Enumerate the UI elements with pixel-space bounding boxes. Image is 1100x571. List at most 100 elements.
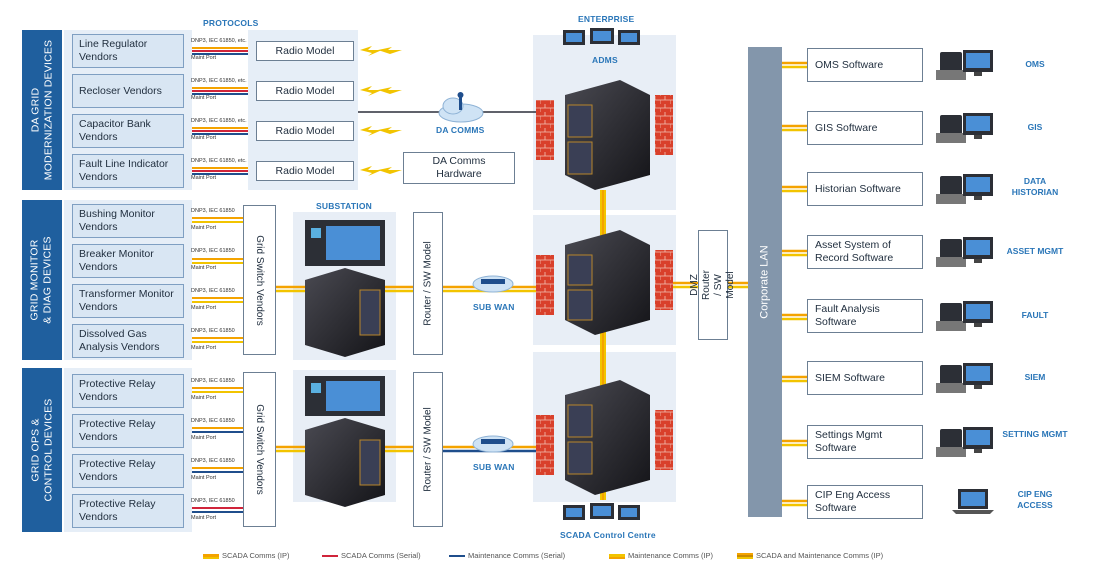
software-box[interactable]: GIS Software xyxy=(807,111,923,145)
corporate-lan-label: Corporate LAN xyxy=(759,245,771,319)
substation-server-2 xyxy=(305,418,385,507)
enterprise-heading: ENTERPRISE xyxy=(578,14,635,24)
router-sw-model-2[interactable]: Router / SW Model xyxy=(413,372,443,527)
router-label: Router / SW Model xyxy=(422,407,434,492)
maint-port-label: Maint Port xyxy=(191,135,217,141)
workstation-icons xyxy=(936,50,994,514)
system-label: SETTING MGMT xyxy=(1002,429,1068,439)
legend-item: SCADA Comms (Serial) xyxy=(341,551,421,560)
lan-links xyxy=(782,61,808,507)
software-box[interactable]: Fault Analysis Software xyxy=(807,299,923,333)
maint-port-label: Maint Port xyxy=(191,175,217,181)
vendor-box[interactable]: Fault Line Indicator Vendors xyxy=(72,154,184,188)
maint-port-label: Maint Port xyxy=(191,265,217,271)
maint-port-label: Maint Port xyxy=(191,345,217,351)
protocols-heading: PROTOCOLS xyxy=(203,18,259,28)
da-comms-label: DA COMMS xyxy=(436,125,485,135)
substation-heading: SUBSTATION xyxy=(316,201,372,211)
dmz-router-label: DMZ Router / SW Model xyxy=(689,269,736,300)
system-label: DATA HISTORIAN xyxy=(1011,176,1059,197)
workstation-icon xyxy=(936,50,993,80)
vendor-box[interactable]: Line Regulator Vendors xyxy=(72,34,184,68)
scada-cc-heading: SCADA Control Centre xyxy=(560,530,656,540)
grid-switch-vendors-2[interactable]: Grid Switch Vendors xyxy=(243,372,276,527)
radio-model-1[interactable]: Radio Model xyxy=(256,41,354,61)
vendor-box[interactable]: Transformer Monitor Vendors xyxy=(72,284,184,318)
adms-heading: ADMS xyxy=(592,55,618,65)
group-line1: DA GRID xyxy=(29,87,42,133)
maint-port-label: Maint Port xyxy=(191,305,217,311)
workstation-icon xyxy=(936,237,993,267)
legend-item: Maintenance Comms (IP) xyxy=(628,551,714,560)
protocol-label: DNP3, IEC 61850 xyxy=(191,418,235,424)
software-box[interactable]: CIP Eng Access Software xyxy=(807,485,923,519)
maint-port-label: Maint Port xyxy=(191,55,217,61)
protocol-label: DNP3, IEC 61850 xyxy=(191,208,235,214)
system-label: OMS xyxy=(1025,59,1045,69)
software-box[interactable]: SIEM Software xyxy=(807,361,923,395)
vendor-box[interactable]: Breaker Monitor Vendors xyxy=(72,244,184,278)
router-sw-model-1[interactable]: Router / SW Model xyxy=(413,212,443,355)
group-line1: GRID OPS & xyxy=(29,418,41,482)
workstation-icon xyxy=(936,301,993,331)
maint-port-label: Maint Port xyxy=(191,225,217,231)
radio-model-2[interactable]: Radio Model xyxy=(256,81,354,101)
radio-model-4[interactable]: Radio Model xyxy=(256,161,354,181)
system-label: SIEM xyxy=(1024,372,1046,382)
software-box[interactable]: Settings Mgmt Software xyxy=(807,425,923,459)
group-line2: MODERNIZATION DEVICES xyxy=(42,39,55,181)
system-label: ASSET MGMT xyxy=(1006,246,1064,256)
software-box[interactable]: Asset System of Record Software xyxy=(807,235,923,269)
dmz-router-sw-model[interactable]: DMZ Router / SW Model xyxy=(689,230,736,340)
grid-switch-label: Grid Switch Vendors xyxy=(254,234,266,326)
vendor-links xyxy=(187,47,258,513)
radio-model-3[interactable]: Radio Model xyxy=(256,121,354,141)
grid-switch-vendors-1[interactable]: Grid Switch Vendors xyxy=(243,205,276,355)
vendor-box[interactable]: Recloser Vendors xyxy=(72,74,184,108)
legend-item: SCADA Comms (IP) xyxy=(222,551,290,560)
sub-wan-label-2: SUB WAN xyxy=(473,462,515,472)
vendor-box[interactable]: Capacitor Bank Vendors xyxy=(72,114,184,148)
vendor-box[interactable]: Protective Relay Vendors xyxy=(72,414,184,448)
da-comms-cloud xyxy=(438,92,484,123)
maint-port-label: Maint Port xyxy=(191,395,217,401)
vendor-box[interactable]: Protective Relay Vendors xyxy=(72,374,184,408)
group-label-monitor: GRID MONITOR& DIAG DEVICES xyxy=(22,200,62,360)
vendor-box[interactable]: Bushing Monitor Vendors xyxy=(72,204,184,238)
protocol-label: DNP3, IEC 61850 xyxy=(191,378,235,384)
maint-port-label: Maint Port xyxy=(191,515,217,521)
sub-wan-label-1: SUB WAN xyxy=(473,302,515,312)
maint-port-label: Maint Port xyxy=(191,95,217,101)
maint-port-label: Maint Port xyxy=(191,475,217,481)
corporate-lan[interactable]: Corporate LAN xyxy=(748,47,782,517)
workstation-icon xyxy=(936,427,993,457)
protocol-label: DNP3, IEC 61850, etc. xyxy=(191,78,247,84)
system-label: FAULT xyxy=(1021,310,1049,320)
substation-hmi-2 xyxy=(305,376,385,416)
da-comms-hardware[interactable]: DA Comms Hardware xyxy=(403,152,515,184)
vendor-box[interactable]: Dissolved Gas Analysis Vendors xyxy=(72,324,184,358)
laptop-icon xyxy=(952,489,994,514)
protocol-label: DNP3, IEC 61850 xyxy=(191,248,235,254)
software-box[interactable]: OMS Software xyxy=(807,48,923,82)
vendor-box[interactable]: Protective Relay Vendors xyxy=(72,494,184,528)
workstation-icon xyxy=(936,363,993,393)
protocol-label: DNP3, IEC 61850, etc. xyxy=(191,158,247,164)
system-label: CIP ENG ACCESS xyxy=(1017,489,1053,510)
legend-item: SCADA and Maintenance Comms (IP) xyxy=(756,551,884,560)
software-box[interactable]: Historian Software xyxy=(807,172,923,206)
sub-wan-cloud-1 xyxy=(472,275,514,293)
protocol-label: DNP3, IEC 61850, etc. xyxy=(191,118,247,124)
router-label: Router / SW Model xyxy=(422,241,434,326)
legend-item: Maintenance Comms (Serial) xyxy=(468,551,566,560)
vendor-box[interactable]: Protective Relay Vendors xyxy=(72,454,184,488)
protocol-label: DNP3, IEC 61850 xyxy=(191,498,235,504)
sub-wan-cloud-2 xyxy=(472,435,514,453)
group-line2: CONTROL DEVICES xyxy=(42,398,54,502)
system-label: GIS xyxy=(1027,122,1043,132)
enterprise-server xyxy=(565,80,650,190)
protocol-label: DNP3, IEC 61850, etc. xyxy=(191,38,247,44)
group-line2: & DIAG DEVICES xyxy=(42,236,54,324)
